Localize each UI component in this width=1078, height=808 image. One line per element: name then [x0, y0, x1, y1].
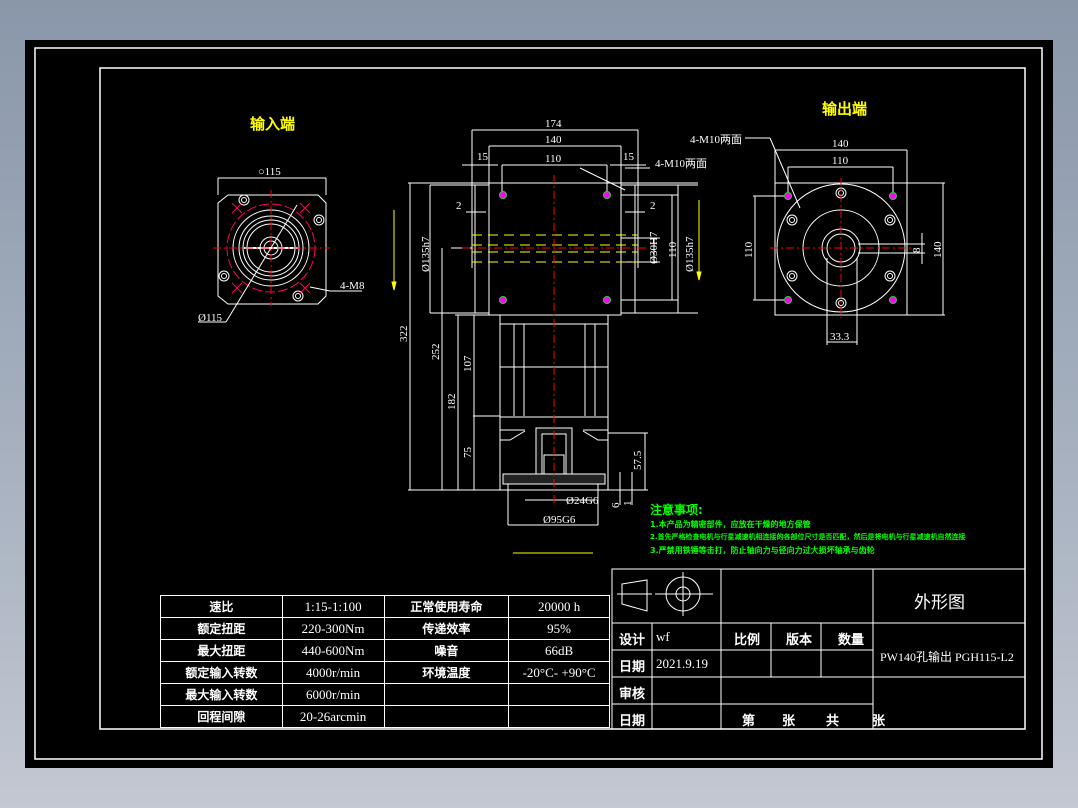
spec-label: 回程间隙 [160, 705, 283, 728]
dim-label: 4-M10两面 [690, 134, 742, 146]
note-item: 3.严禁用铁锤等击打，防止轴向力与径向力过大损坏轴承与齿轮 [650, 546, 875, 555]
spec-label: 额定输入转数 [160, 661, 283, 684]
spec-value: 95% [508, 617, 610, 640]
drawing-name: 外形图 [914, 593, 965, 613]
spec-value [508, 705, 610, 728]
spec-value: 6000r/min [281, 683, 385, 706]
dim-label: 322 [398, 325, 410, 343]
version-label: 版本 [786, 633, 813, 648]
dim-label: 57.5 [632, 450, 644, 470]
dim-label: 140 [932, 241, 944, 259]
title-block-lines [611, 568, 1026, 730]
dim-label: Ø30H7 [648, 231, 660, 264]
spec-label [383, 683, 510, 706]
spec-label: 正常使用寿命 [383, 595, 510, 618]
side-view [391, 129, 702, 554]
review-label: 审核 [619, 687, 646, 702]
dim-label: Ø135h7 [684, 236, 696, 272]
note-item: 2.首先严格检查电机与行星减速机相连接的各部位尺寸是否匹配，然后是将电机与行星减… [650, 533, 966, 541]
spec-label: 额定扭距 [160, 617, 283, 640]
dim-label: Ø95G6 [543, 514, 576, 526]
sheet-zhang: 张 [872, 714, 886, 729]
spec-label: 噪音 [383, 639, 510, 662]
dim-label: 15 [623, 151, 634, 163]
output-end-title: 输出端 [822, 100, 868, 118]
dim-label: 107 [462, 355, 474, 373]
dim-label: 33.3 [830, 331, 850, 343]
dim-label: 140 [832, 138, 849, 150]
spec-value: -20°C- +90°C [508, 661, 610, 684]
dim-label: Ø115 [198, 312, 223, 324]
note-item: 1.本产品为精密部件，应放在干燥的地方保管 [650, 520, 811, 529]
dim-label: 110 [545, 153, 562, 165]
dim-label: ○115 [258, 166, 281, 178]
spec-value: 440-600Nm [281, 639, 385, 662]
part-name: PW140孔输出 PGH115-L2 [880, 650, 1014, 664]
sheet-gong: 共 [826, 714, 840, 729]
dim-label: 75 [462, 447, 474, 458]
dim-label: 6 [610, 502, 622, 509]
sheet-di: 第 [742, 714, 756, 729]
dim-label: 8 [911, 247, 923, 254]
spec-label: 速比 [160, 595, 283, 618]
spec-label: 最大扭距 [160, 639, 283, 662]
notes-block: 注意事项: 1.本产品为精密部件，应放在干燥的地方保管 2.首先严格检查电机与行… [650, 503, 966, 557]
dim-label: 174 [545, 118, 562, 130]
input-end-view [198, 177, 362, 323]
design-value: wf [656, 629, 670, 644]
spec-value: 20-26arcmin [281, 705, 385, 728]
spec-label [383, 705, 510, 728]
design-label: 设计 [619, 633, 646, 648]
dim-label: 4-M8 [340, 280, 365, 292]
dim-label: Ø24G6 [566, 495, 599, 507]
spec-value: 220-300Nm [281, 617, 385, 640]
dim-label: Ø135h7 [420, 236, 432, 272]
dim-label: 110 [667, 241, 679, 258]
dim-label: 110 [743, 241, 755, 258]
notes-heading: 注意事项: [650, 503, 703, 517]
date-value: 2021.9.19 [656, 656, 708, 671]
date2-label: 日期 [619, 714, 646, 729]
dim-label: 252 [430, 343, 442, 361]
spec-value: 20000 h [508, 595, 610, 618]
dim-label: 2 [650, 200, 656, 212]
dim-label: 182 [446, 393, 458, 411]
spec-label: 最大输入转数 [160, 683, 283, 706]
date-label: 日期 [619, 660, 646, 675]
spec-label: 传递效率 [383, 617, 510, 640]
dim-label: 4-M10两面 [655, 158, 707, 170]
qty-label: 数量 [838, 633, 865, 648]
dim-label: 1 [622, 500, 634, 507]
input-end-title: 输入端 [250, 115, 296, 133]
spec-value: 4000r/min [281, 661, 385, 684]
dim-label: 140 [545, 134, 562, 146]
spec-label: 环境温度 [383, 661, 510, 684]
spec-value [508, 683, 610, 706]
sheet-zhang: 张 [782, 714, 796, 729]
scale-label: 比例 [734, 633, 761, 648]
spec-value: 1:15-1:100 [281, 595, 385, 618]
dim-label: 15 [477, 151, 488, 163]
dim-label: 110 [832, 155, 849, 167]
dim-label: 2 [456, 200, 462, 212]
output-end-view [745, 137, 945, 345]
spec-value: 66dB [508, 639, 610, 662]
